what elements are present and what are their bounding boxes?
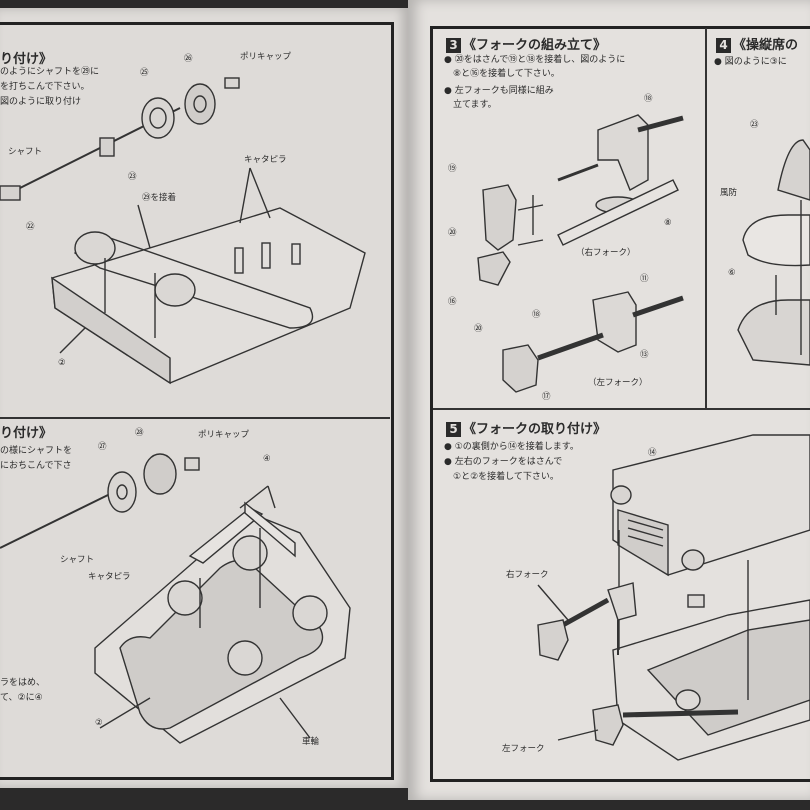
step-3-note-3: ● 左フォークも同様に組み xyxy=(444,86,554,96)
step-4-label-windshield: 風防 xyxy=(720,188,738,198)
label-part-26: ㉖ xyxy=(184,54,193,64)
left-instruction-page: り付け》 のようにシャフトを㉙に を打ちこんで下さい。 図のように取り付け xyxy=(0,8,408,788)
label-part-23: ㉓ xyxy=(128,172,137,182)
left-panel-divider xyxy=(0,417,390,419)
step-3-label-20b: ⑳ xyxy=(474,324,483,334)
left-page-frame xyxy=(0,22,394,780)
label-part-2-bottom: ② xyxy=(95,718,103,728)
step-5-note-2: ● 左右のフォークをはさんで xyxy=(444,457,563,467)
step-3-label-left-fork: （左フォーク） xyxy=(588,378,648,388)
left-top-note-3: 図のように取り付け xyxy=(0,97,82,107)
left-bottom-note-2: におちこんで下さ xyxy=(0,461,72,471)
step-4-note-1: ● 図のように③に xyxy=(714,57,787,67)
label-part-2-top: ② xyxy=(58,358,66,368)
label-poly-cap-bottom: ポリキャップ xyxy=(198,430,250,440)
step-5-number: 5 xyxy=(446,422,461,437)
right-instruction-page: 3《フォークの組み立て》 ● ⑳をはさんで⑲と⑱を接着し、図のように ⑧と⑯を接… xyxy=(408,0,810,800)
step-4-title-text: 《操縦席の xyxy=(733,38,799,53)
step-3-title-text: 《フォークの組み立て》 xyxy=(463,38,607,53)
right-assembly-diagrams xyxy=(477,114,810,761)
step-5-note-3: ①と②を接着して下さい。 xyxy=(444,472,559,482)
label-part-25: ㉕ xyxy=(140,68,149,78)
step-3-label-13: ⑬ xyxy=(640,350,649,360)
step-5-label-right-fork: 右フォーク xyxy=(506,570,549,580)
step-4-label-6: ⑥ xyxy=(728,268,736,278)
label-part-22: ㉒ xyxy=(26,222,35,232)
left-top-note-1: のようにシャフトを㉙に xyxy=(0,67,100,77)
right-page-frame xyxy=(430,26,810,782)
step-5-note-1: ● ①の裏側から⑭を接着します。 xyxy=(444,442,579,452)
label-shaft-top: シャフト xyxy=(8,147,43,157)
step-3-label-right-fork: （右フォーク） xyxy=(576,248,636,258)
left-bottom-note-4: て、②に④ xyxy=(0,693,43,703)
label-poly-cap-top: ポリキャップ xyxy=(240,52,292,62)
step-5-label-14: ⑭ xyxy=(648,448,657,458)
step-3-note-2: ⑧と⑯を接着して下さい。 xyxy=(444,69,560,79)
label-part-27: ㉗ xyxy=(98,442,107,452)
left-top-assembly-diagram xyxy=(0,77,366,744)
step-3-label-20a: ⑳ xyxy=(448,228,457,238)
step-3-label-8: ⑧ xyxy=(664,218,672,228)
step-5-title: 5《フォークの取り付け》 xyxy=(446,418,606,437)
step-3-number: 3 xyxy=(446,38,461,53)
step-3-label-18: ⑱ xyxy=(644,94,653,104)
label-shaft-bottom: シャフト xyxy=(60,555,95,565)
step-4-title: 4《操縦席の xyxy=(716,34,798,53)
left-bottom-note-1: の様にシャフトを xyxy=(0,446,73,456)
label-caterpillar-bottom: キャタピラ xyxy=(88,572,131,582)
step-5-title-text: 《フォークの取り付け》 xyxy=(463,422,607,437)
step-3-title: 3《フォークの組み立て》 xyxy=(446,34,606,53)
step-3-label-18b: ⑱ xyxy=(532,310,541,320)
step-3-label-11: ⑪ xyxy=(640,274,649,284)
step-3-note-1: ● ⑳をはさんで⑲と⑱を接着し、図のように xyxy=(444,55,626,65)
step-3-label-16: ⑯ xyxy=(448,297,457,307)
step-3-4-divider xyxy=(705,28,707,408)
label-wheel: 車輪 xyxy=(302,737,320,747)
step-3-label-17: ⑰ xyxy=(542,392,551,402)
step-4-label-23: ㉓ xyxy=(750,120,759,130)
step-3-note-4: 立てます。 xyxy=(444,100,497,110)
left-bottom-panel-title: り付け》 xyxy=(0,426,53,441)
step-4-number: 4 xyxy=(716,38,731,53)
label-caterpillar-top: キャタピラ xyxy=(244,155,287,165)
label-part-28: ㉘ xyxy=(135,428,144,438)
left-bottom-note-3: ラをはめ、 xyxy=(0,678,46,688)
step-5-label-left-fork: 左フォーク xyxy=(502,744,545,754)
label-part-4: ④ xyxy=(263,454,271,464)
label-glue-29: ㉙を接着 xyxy=(142,193,177,203)
left-top-panel-title: り付け》 xyxy=(0,52,53,67)
left-top-note-2: を打ちこんで下さい。 xyxy=(0,82,90,92)
right-panel-divider xyxy=(433,408,810,410)
step-3-label-19: ⑲ xyxy=(448,164,457,174)
